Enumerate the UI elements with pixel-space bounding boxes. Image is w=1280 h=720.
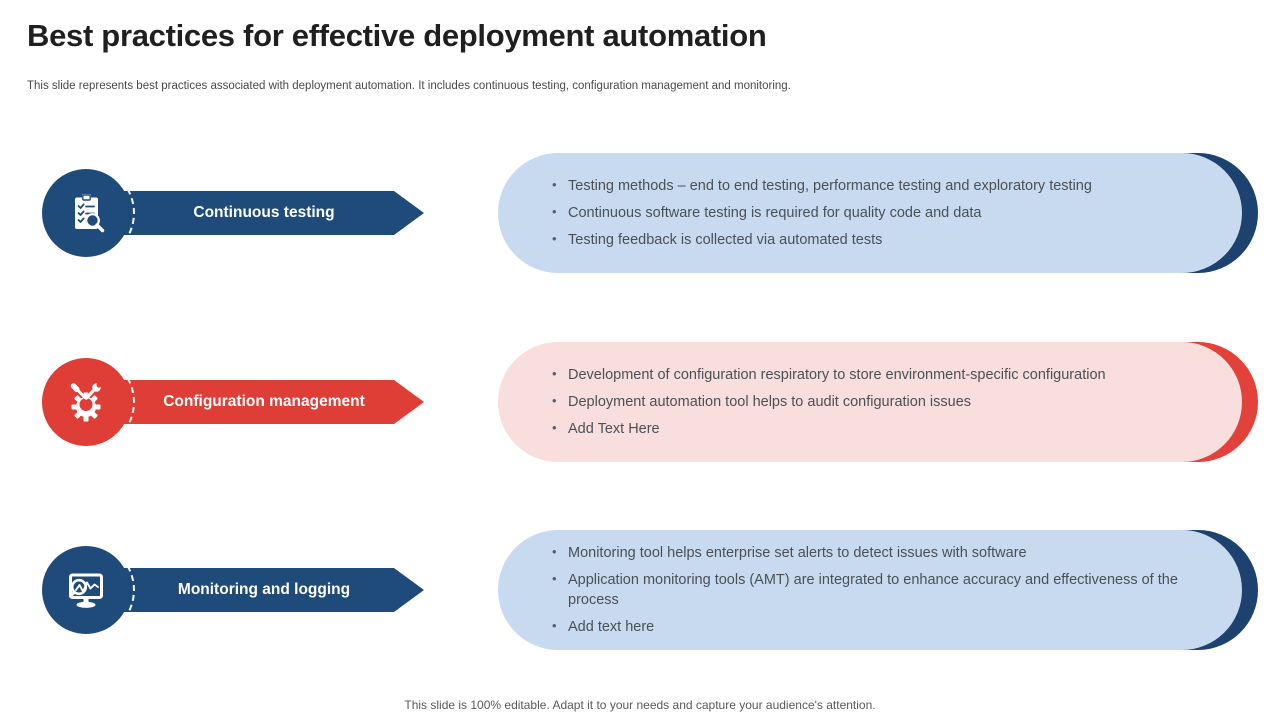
footer-note: This slide is 100% editable. Adapt it to… (404, 698, 876, 712)
content-card: Testing methods – end to end testing, pe… (498, 153, 1258, 273)
label-banner-continuous-testing: Continuous testing (100, 191, 424, 235)
bullet-item: Application monitoring tools (AMT) are i… (550, 570, 1188, 610)
content-card: Development of configuration respiratory… (498, 342, 1258, 462)
card-face: Testing methods – end to end testing, pe… (498, 153, 1242, 273)
content-card: Monitoring tool helps enterprise set ale… (498, 530, 1258, 650)
banner-label: Monitoring and logging (177, 581, 351, 598)
banner-label: Continuous testing (193, 204, 335, 221)
card-face: Monitoring tool helps enterprise set ale… (498, 530, 1242, 650)
slide-subtitle: This slide represents best practices ass… (27, 80, 791, 92)
bullet-list: Testing methods – end to end testing, pe… (498, 176, 1242, 250)
gear-tools-icon (42, 358, 130, 446)
bullet-item: Monitoring tool helps enterprise set ale… (550, 543, 1188, 563)
card-face: Development of configuration respiratory… (498, 342, 1242, 462)
monitor-magnifier-icon (42, 546, 130, 634)
row-configuration-management: Development of configuration respiratory… (0, 342, 1280, 462)
row-monitoring-and-logging: Monitoring tool helps enterprise set ale… (0, 530, 1280, 650)
bullet-item: Continuous software testing is required … (550, 203, 1188, 223)
bullet-item: Add Text Here (550, 419, 1188, 439)
bullet-item: Testing methods – end to end testing, pe… (550, 176, 1188, 196)
banner-label: Configuration management (163, 393, 365, 410)
row-continuous-testing: Testing methods – end to end testing, pe… (0, 153, 1280, 273)
label-banner-monitoring-and-logging: Monitoring and logging (100, 568, 424, 612)
bullet-item: Add text here (550, 617, 1188, 637)
bullet-list: Development of configuration respiratory… (498, 365, 1242, 439)
label-banner-configuration-management: Configuration management (100, 380, 424, 424)
bullet-item: Development of configuration respiratory… (550, 365, 1188, 385)
checklist-magnifier-icon (42, 169, 130, 257)
bullet-item: Testing feedback is collected via automa… (550, 230, 1188, 250)
bullet-item: Deployment automation tool helps to audi… (550, 392, 1188, 412)
bullet-list: Monitoring tool helps enterprise set ale… (498, 543, 1242, 637)
page-title: Best practices for effective deployment … (27, 18, 767, 53)
